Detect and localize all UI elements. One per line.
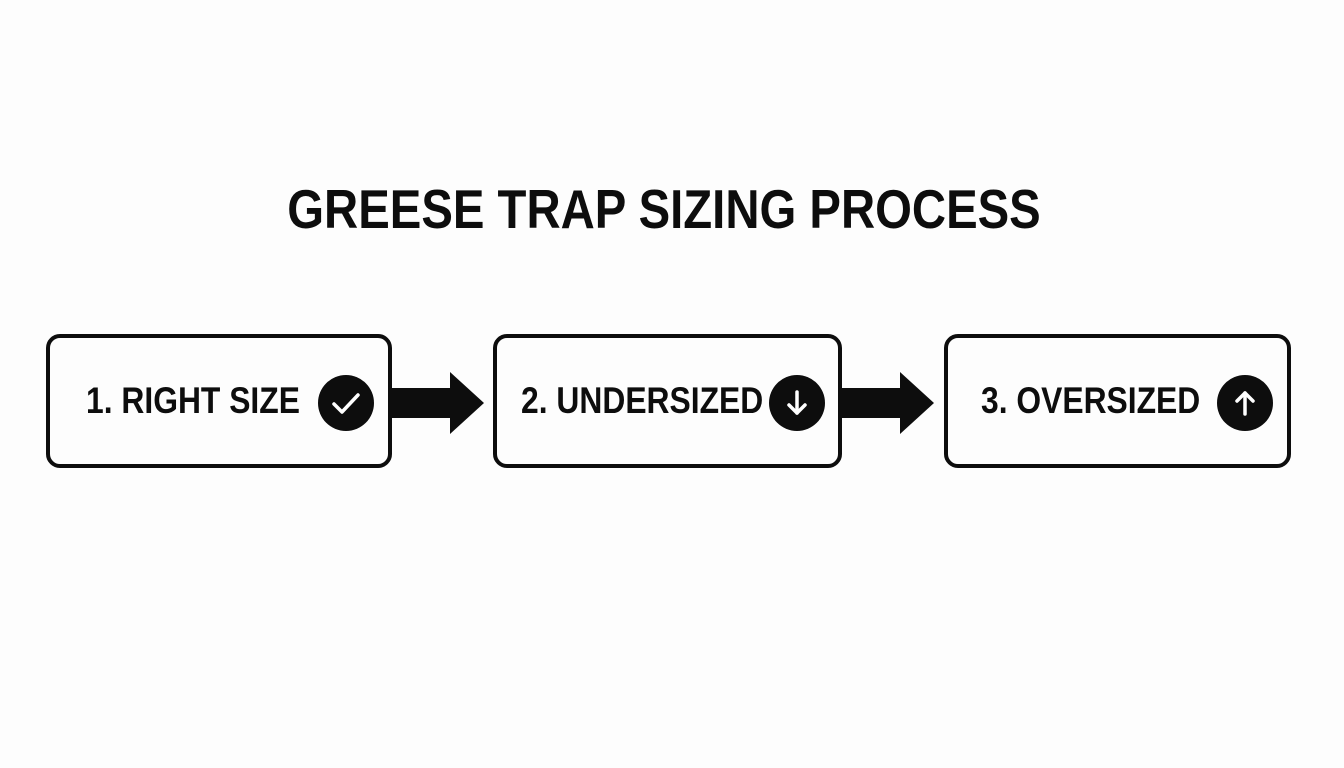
right-arrow-icon bbox=[840, 372, 936, 434]
step-label: 3. OVERSIZED bbox=[981, 380, 1201, 421]
check-circle-icon bbox=[318, 375, 374, 431]
right-arrow-icon bbox=[390, 372, 486, 434]
step-box-undersized: 2. UNDERSIZED bbox=[493, 334, 842, 468]
diagram-title: GREESE TRAP SIZING PROCESS bbox=[287, 178, 1041, 240]
arrow-up-circle-icon bbox=[1217, 375, 1273, 431]
step-label: 2. UNDERSIZED bbox=[521, 380, 764, 421]
step-box-right-size: 1. RIGHT SIZE bbox=[46, 334, 392, 468]
step-box-oversized: 3. OVERSIZED bbox=[944, 334, 1291, 468]
step-label: 1. RIGHT SIZE bbox=[86, 380, 300, 421]
arrow-down-circle-icon bbox=[769, 375, 825, 431]
